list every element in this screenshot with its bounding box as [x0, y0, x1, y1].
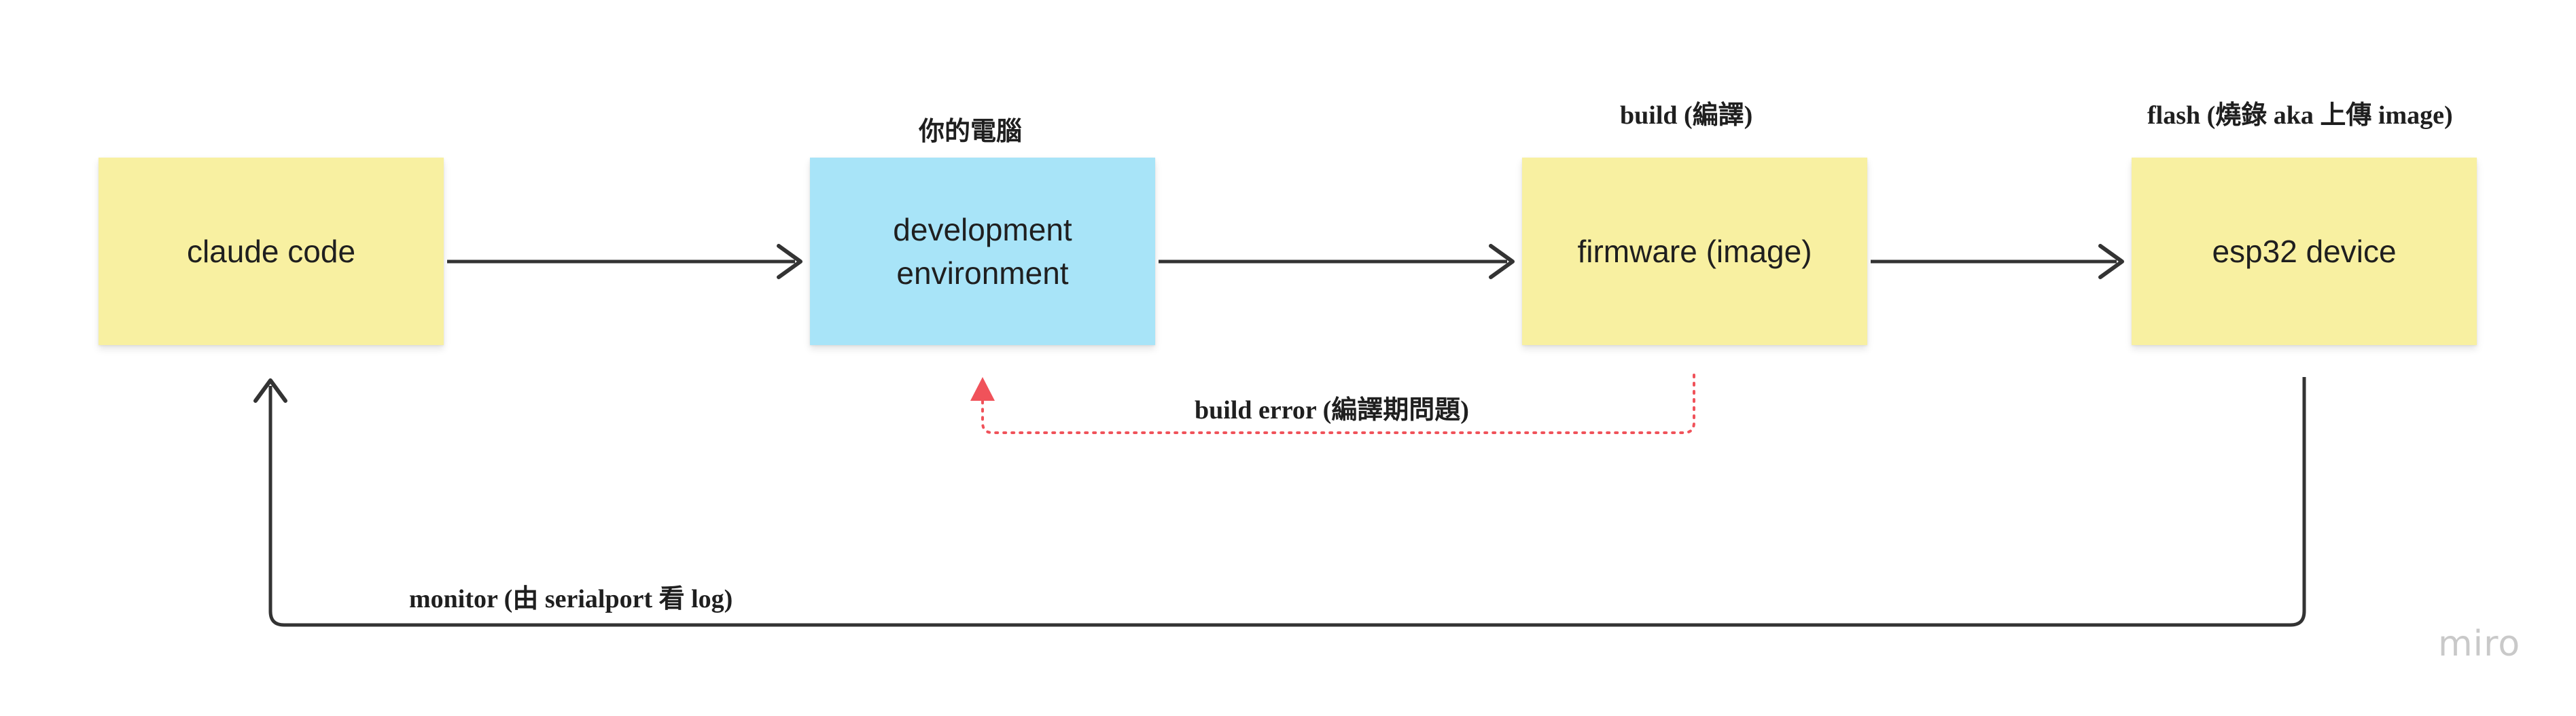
label-your-pc[interactable]: 你的電腦 [919, 118, 1023, 146]
miro-watermark-logo: miro [2438, 624, 2521, 664]
label-monitor[interactable]: monitor (由 serialport 看 log) [409, 585, 733, 613]
arrow-firmware-to-esp32[interactable] [1871, 244, 2124, 279]
sticky-esp32-device[interactable]: esp32 device [2132, 158, 2477, 345]
label-build-error[interactable]: build error (編譯期問題) [1195, 396, 1469, 425]
sticky-esp32-device-text: esp32 device [2212, 233, 2397, 269]
sticky-development-environment-text: development environment [893, 211, 1072, 291]
sticky-firmware[interactable]: firmware (image) [1522, 158, 1867, 345]
sticky-development-environment[interactable]: development environment [810, 158, 1155, 345]
arrow-claude-to-devenv[interactable] [447, 244, 802, 279]
sticky-claude-code-text: claude code [186, 233, 356, 269]
arrow-build-error[interactable] [970, 374, 1695, 434]
sticky-firmware-text: firmware (image) [1577, 233, 1812, 269]
arrow-devenv-to-firmware[interactable] [1159, 244, 1515, 279]
label-build[interactable]: build (編譯) [1620, 101, 1753, 130]
arrow-monitor[interactable] [253, 377, 2306, 627]
sticky-claude-code[interactable]: claude code [99, 158, 444, 345]
label-flash[interactable]: flash (燒錄 aka 上傳 image) [2147, 101, 2453, 130]
